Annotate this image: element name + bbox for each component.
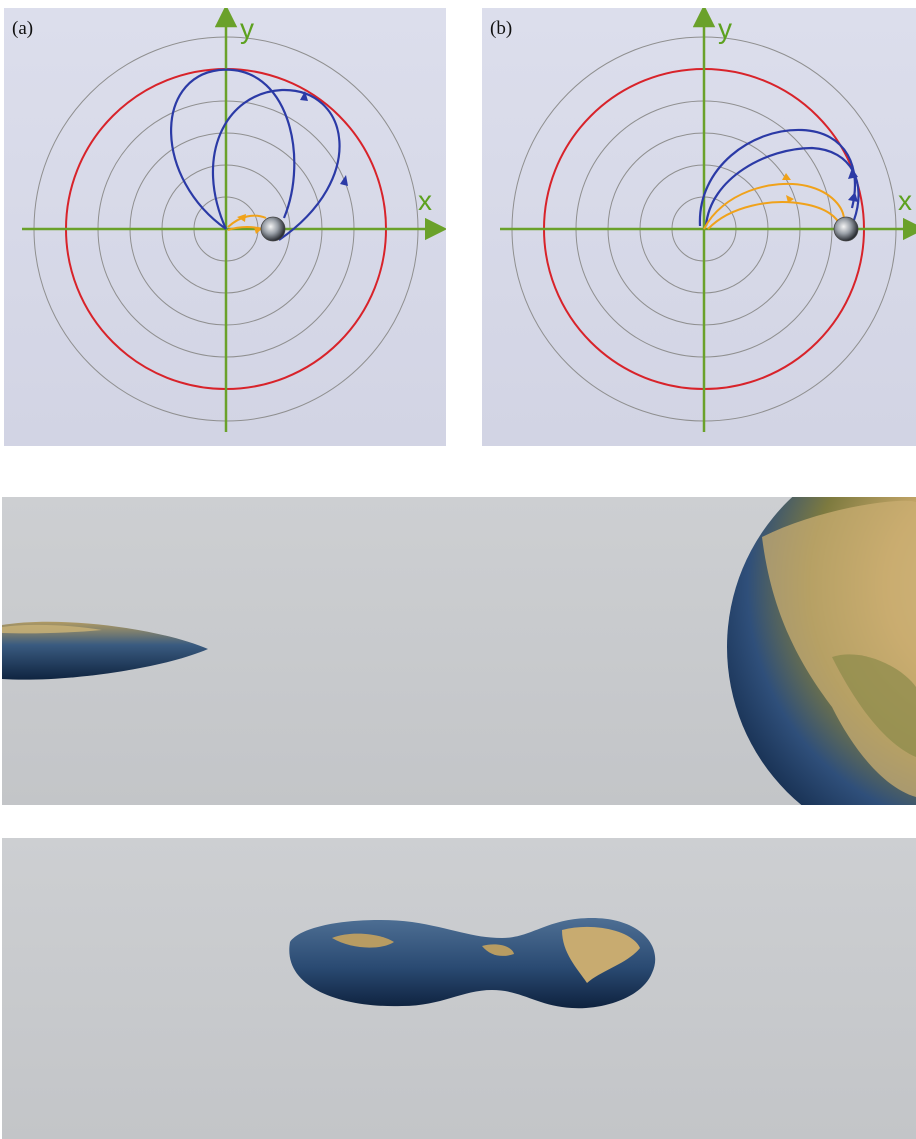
earth-icon xyxy=(260,216,286,242)
panel-label-a: (a) xyxy=(12,18,33,39)
trajectory-blue-inner xyxy=(704,146,860,227)
trajectory-orange xyxy=(707,201,841,230)
arrowhead-icon xyxy=(300,91,308,101)
render-strip-2 xyxy=(2,838,916,1139)
arrowhead-icon xyxy=(848,192,858,202)
panel-a: (a) y x xyxy=(4,8,446,446)
orbit-diagram-b: (b) y x xyxy=(482,8,916,446)
arrowhead-icon xyxy=(237,214,246,222)
panel-b: (b) y x xyxy=(482,8,916,446)
earth-land-vegetation xyxy=(832,654,916,757)
flattened-earth-land xyxy=(2,624,102,634)
orange-trajectories xyxy=(703,182,845,230)
arrowhead-icon xyxy=(782,173,791,180)
arrowhead-icon xyxy=(848,168,858,179)
earth-render-1 xyxy=(2,497,916,805)
trajectory-orange xyxy=(703,182,845,230)
earth-land xyxy=(482,944,514,956)
earth-land-africa xyxy=(562,926,640,983)
trajectory-orange xyxy=(227,214,267,228)
earth-land xyxy=(332,933,394,948)
blue-trajectories xyxy=(170,68,341,241)
flattened-earth xyxy=(2,621,208,680)
panel-label-b: (b) xyxy=(490,18,512,39)
arrowhead-icon xyxy=(340,175,348,186)
render-strip-1 xyxy=(2,497,916,805)
earth-render-2 xyxy=(2,838,916,1139)
x-axis-label: x xyxy=(898,185,912,216)
earth-icon xyxy=(833,216,859,242)
y-axis-label: y xyxy=(718,13,732,44)
trajectory-blue-inner xyxy=(211,88,341,241)
x-axis-label: x xyxy=(418,185,432,216)
orbit-diagram-a: (a) y x xyxy=(4,8,446,446)
y-axis-label: y xyxy=(240,13,254,44)
arrowhead-icon xyxy=(786,195,794,203)
trajectory-blue-outer xyxy=(170,68,296,230)
